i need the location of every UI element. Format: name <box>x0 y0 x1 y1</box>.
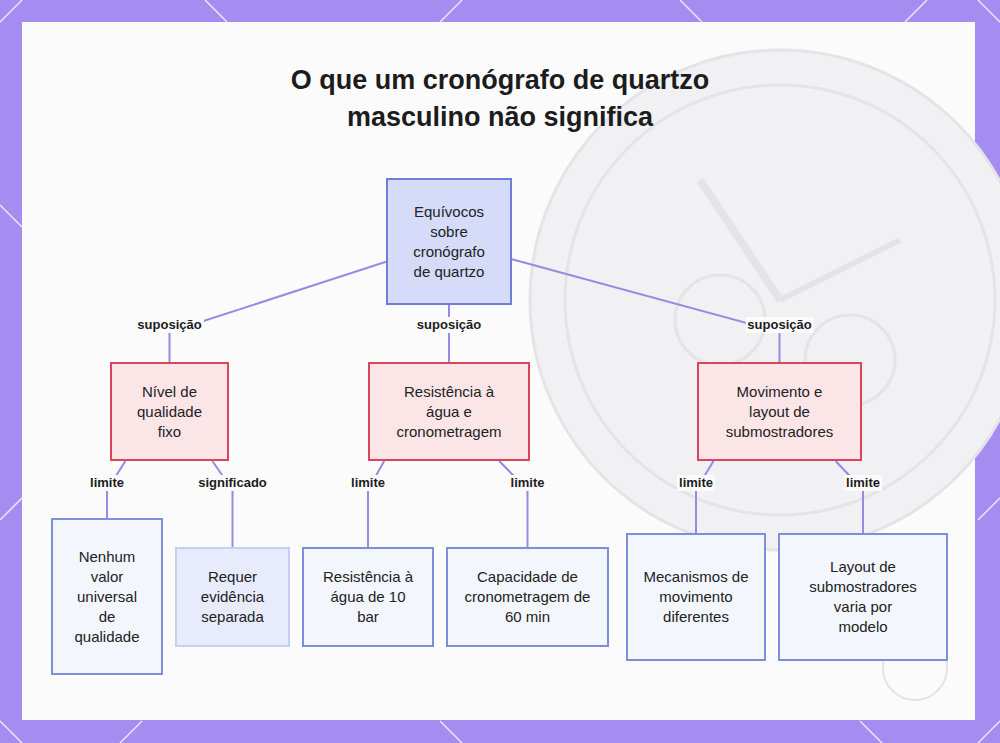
edge-label: limite <box>349 475 387 491</box>
node-text: Resistência à água e cronometragem <box>390 382 508 442</box>
assumption-box: Movimento e layout de submostradores <box>697 362 862 461</box>
edge-label: limite <box>509 475 547 491</box>
connector <box>170 262 387 362</box>
edge-label: limite <box>88 475 126 491</box>
connector <box>512 259 780 362</box>
connector <box>448 305 450 362</box>
connector <box>696 461 714 533</box>
limit-box: Layout de submostradores varia por model… <box>778 533 948 661</box>
limit-box: Capacidade de cronometragem de 60 min <box>446 547 609 647</box>
edge-label: limite <box>844 475 882 491</box>
limit-box: Mecanismos de movimento diferentes <box>626 533 766 661</box>
edge-label: limite <box>677 475 715 491</box>
node-text: Resistência à água de 10 bar <box>318 567 418 627</box>
edge-label: suposição <box>745 317 813 333</box>
assumption-box: Resistência à água e cronometragem <box>368 362 530 461</box>
connector <box>836 461 863 533</box>
edge-label: suposição <box>415 317 483 333</box>
node-text: Nível de qualidade fixo <box>126 382 213 442</box>
limit-box: Resistência à água de 10 bar <box>302 547 434 647</box>
node-text: Layout de submostradores varia por model… <box>808 557 918 637</box>
node-text: Mecanismos de movimento diferentes <box>642 567 750 627</box>
limit-box: Nenhum valor universal de qualidade <box>51 518 163 675</box>
assumption-box: Nível de qualidade fixo <box>110 362 229 461</box>
edge-label: suposição <box>135 317 203 333</box>
node-text: Requer evidência separada <box>191 567 274 627</box>
limit-box: Requer evidência separada <box>175 547 290 647</box>
connector <box>368 461 384 547</box>
root-box: Equívocos sobre cronógrafo de quartzo <box>386 178 512 305</box>
connector <box>499 461 527 547</box>
node-text: Equívocos sobre cronógrafo de quartzo <box>406 202 492 282</box>
connector <box>212 461 232 547</box>
node-text: Capacidade de cronometragem de 60 min <box>462 567 593 627</box>
diagram-title: O que um cronógrafo de quartzo masculino… <box>250 62 750 136</box>
node-text: Movimento e layout de submostradores <box>719 382 840 442</box>
node-text: Nenhum valor universal de qualidade <box>71 547 143 647</box>
edge-label: significado <box>196 475 269 491</box>
